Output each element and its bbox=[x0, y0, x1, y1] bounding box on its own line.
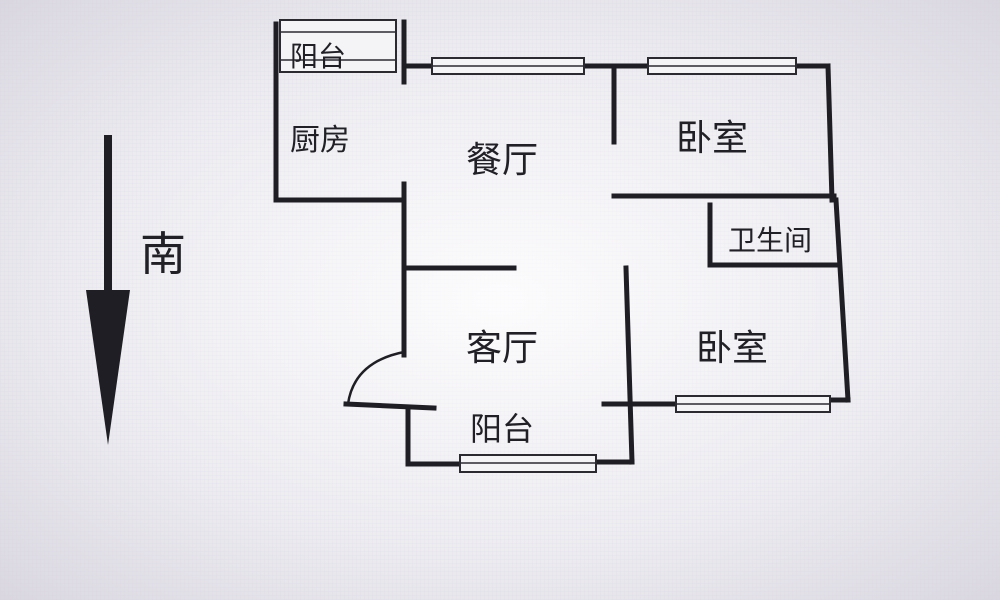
room-label-kitchen: 厨房 bbox=[290, 123, 350, 158]
room-label-dining: 餐厅 bbox=[466, 140, 538, 181]
compass-label: 南 bbox=[140, 227, 186, 281]
balcony-top-window bbox=[279, 19, 397, 73]
window-dining-top bbox=[431, 57, 585, 75]
room-label-bathroom: 卫生间 bbox=[728, 224, 812, 257]
window-balcony-bottom bbox=[459, 454, 597, 473]
window-bedroom-bottom bbox=[675, 395, 831, 413]
room-label-bedroom-top: 卧室 bbox=[676, 118, 748, 159]
room-label-living: 客厅 bbox=[466, 328, 538, 369]
room-label-balcony-top: 阳台 bbox=[290, 40, 346, 73]
room-label-balcony-bottom: 阳台 bbox=[470, 410, 534, 448]
window-bedroom-top bbox=[647, 57, 797, 75]
entry-door bbox=[346, 350, 405, 405]
walls bbox=[273, 19, 851, 467]
room-label-bedroom-bottom: 卧室 bbox=[696, 328, 768, 369]
south-arrow-icon bbox=[86, 135, 130, 445]
